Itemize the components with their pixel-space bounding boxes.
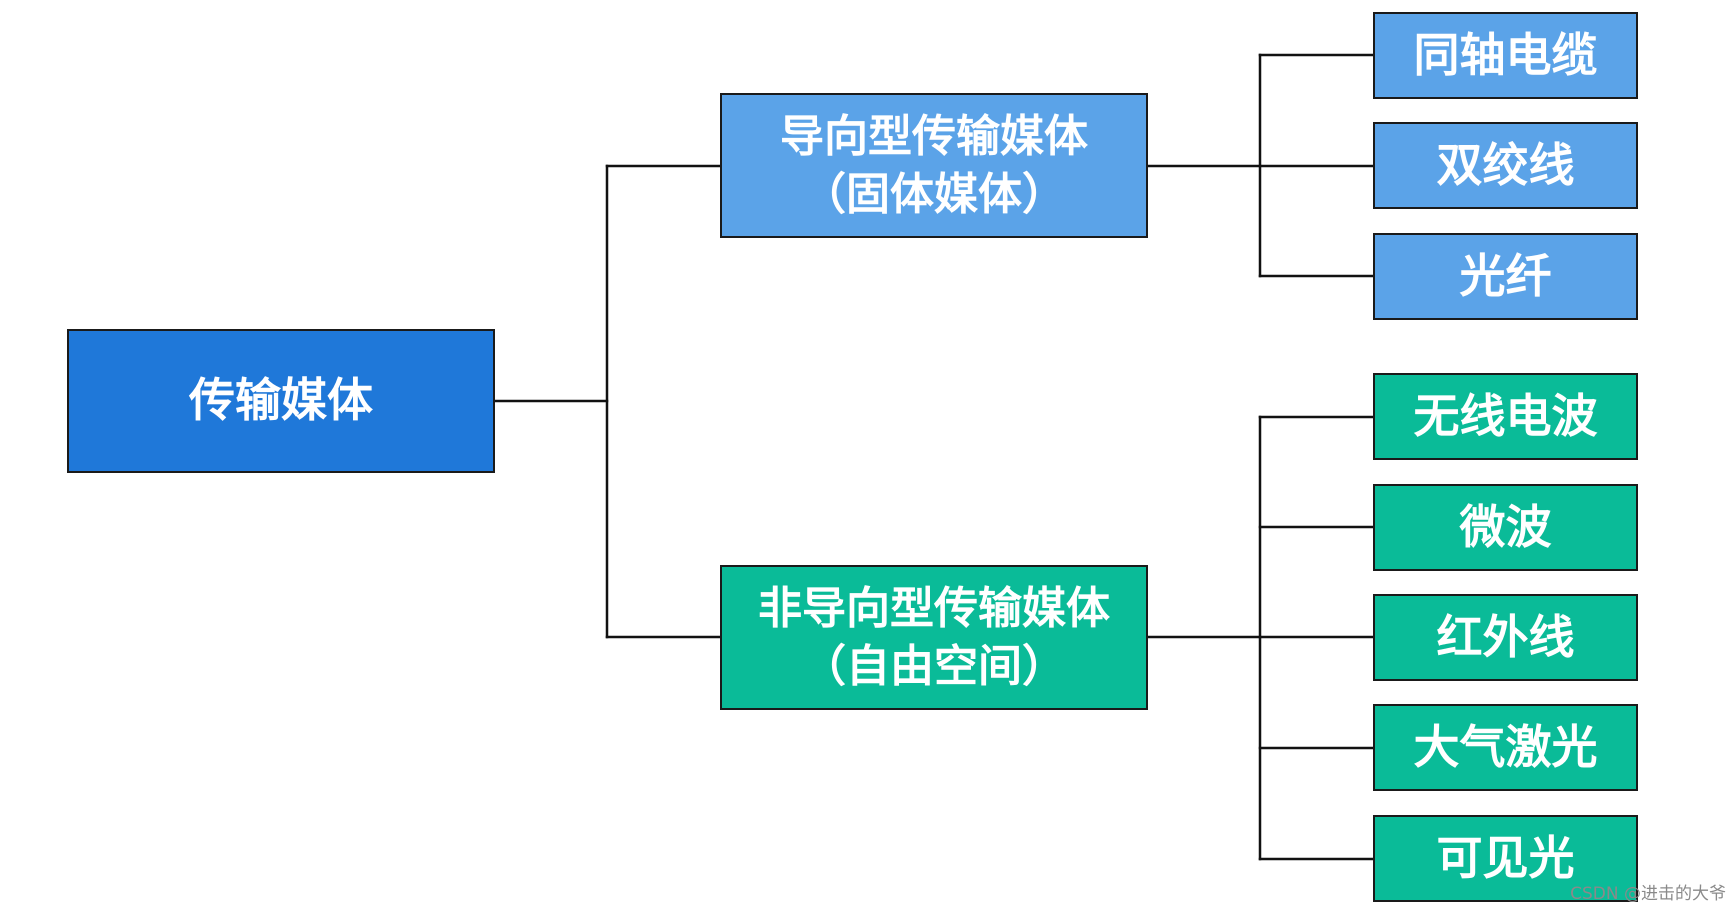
leaf-label: 无线电波 bbox=[1413, 388, 1598, 443]
root-node: 传输媒体 bbox=[67, 329, 495, 473]
guided-media-node: 导向型传输媒体 （固体媒体） bbox=[720, 93, 1148, 238]
leaf-label: 可见光 bbox=[1436, 830, 1575, 885]
leaf-radio-wave: 无线电波 bbox=[1373, 373, 1638, 460]
root-label: 传输媒体 bbox=[189, 373, 373, 428]
leaf-label: 同轴电缆 bbox=[1413, 27, 1598, 82]
leaf-microwave: 微波 bbox=[1373, 484, 1638, 571]
guided-media-subtitle: （固体媒体） bbox=[802, 168, 1066, 220]
guided-media-title: 导向型传输媒体 bbox=[780, 111, 1088, 163]
unguided-media-node: 非导向型传输媒体 （自由空间） bbox=[720, 565, 1148, 710]
leaf-label: 双绞线 bbox=[1436, 137, 1575, 192]
leaf-label: 红外线 bbox=[1436, 609, 1575, 664]
watermark: CSDN @进击的大爷 bbox=[1570, 884, 1726, 904]
leaf-label: 光纤 bbox=[1459, 248, 1552, 303]
leaf-label: 微波 bbox=[1459, 499, 1552, 554]
leaf-atmospheric-laser: 大气激光 bbox=[1373, 704, 1638, 791]
unguided-media-subtitle: （自由空间） bbox=[802, 640, 1066, 692]
leaf-optical-fiber: 光纤 bbox=[1373, 233, 1638, 320]
leaf-infrared: 红外线 bbox=[1373, 594, 1638, 681]
leaf-label: 大气激光 bbox=[1413, 719, 1598, 774]
leaf-twisted-pair: 双绞线 bbox=[1373, 122, 1638, 209]
leaf-coaxial-cable: 同轴电缆 bbox=[1373, 12, 1638, 99]
leaf-visible-light: 可见光 bbox=[1373, 815, 1638, 902]
unguided-media-title: 非导向型传输媒体 bbox=[758, 583, 1110, 635]
